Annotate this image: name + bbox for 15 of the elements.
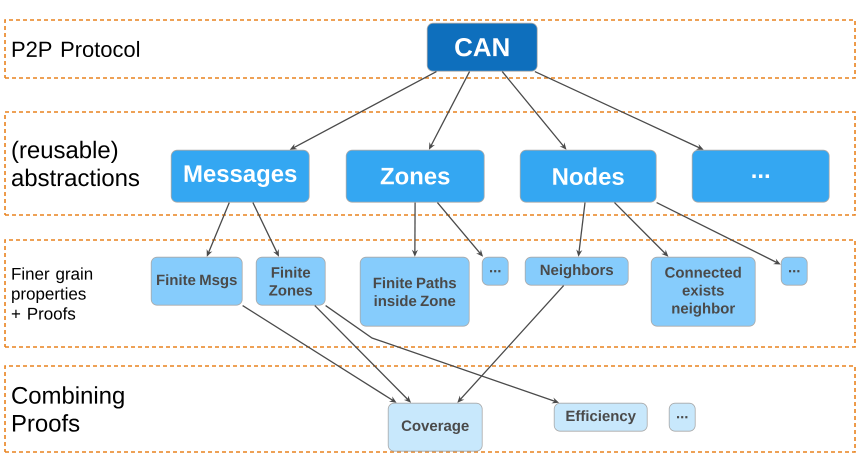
property-box: Connected exists neighbor [650,256,756,327]
proof-box: Efficiency [554,402,648,432]
property-box: ... [780,256,808,286]
property-box: Finite Zones [256,256,326,306]
protocol-box: CAN [426,22,538,72]
property-box: Finite Paths inside Zone [360,256,470,327]
proof-box: ... [668,402,696,432]
abstraction-box: Nodes [520,150,657,203]
abstraction-box: Zones [346,150,485,203]
property-box: Neighbors [524,256,629,286]
abstraction-box: Messages [170,150,310,203]
proof-box: Coverage [388,402,483,452]
property-box: Finite Msgs [150,256,243,306]
property-box: ... [482,256,509,286]
abstraction-box: ... [692,150,830,203]
